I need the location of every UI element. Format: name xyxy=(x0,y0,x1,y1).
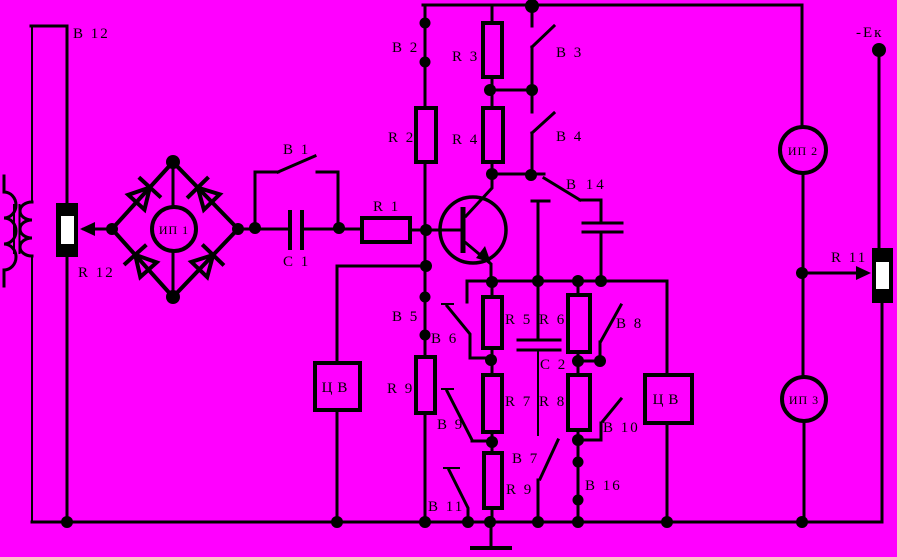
label-b3: В 3 xyxy=(556,45,583,61)
label-b16: В 16 xyxy=(585,478,622,494)
label-dv-right: ЦВ xyxy=(653,392,684,408)
switch-b1: В 1 xyxy=(253,142,340,230)
diode-upper-right xyxy=(185,175,224,214)
label-r1: R 1 xyxy=(373,199,400,215)
label-c2: С 2 xyxy=(540,357,567,373)
transistor xyxy=(425,172,508,283)
label-b2: В 2 xyxy=(392,40,419,56)
column-r6-r8: R 6 В 8 R 8 В 10 В 16 xyxy=(539,279,643,524)
label-r5: R 5 xyxy=(505,312,532,328)
label-c1: С 1 xyxy=(283,254,310,270)
column-r5-r7-r9: R 5 R 7 R 9 xyxy=(481,280,533,524)
diode-lower-right xyxy=(187,243,226,281)
switch-b10: В 10 xyxy=(599,396,640,442)
potentiometer-r12: R 12 xyxy=(56,203,115,524)
diode-lower-left xyxy=(122,243,161,281)
label-b1: В 1 xyxy=(283,142,310,158)
wire-loop-top xyxy=(29,24,69,205)
label-b6: В 6 xyxy=(431,331,458,347)
label-b14: В 14 xyxy=(566,177,607,193)
label-b12: В 12 xyxy=(73,26,110,42)
label-b10: В 10 xyxy=(603,420,640,436)
switch-b4: В 4 xyxy=(529,88,583,176)
diode-upper-left xyxy=(124,175,163,214)
potentiometer-r11: R 11 xyxy=(800,248,893,524)
label-r7: R 7 xyxy=(505,394,532,410)
voltmeter-right: ЦВ xyxy=(643,279,694,524)
label-b7: В 7 xyxy=(512,451,539,467)
label-r9-left: R 9 xyxy=(387,381,414,397)
label-ip3: ИП 3 xyxy=(789,393,819,407)
label-r9: R 9 xyxy=(506,482,533,498)
column-b2-r2: В 2 R 2 В 5 R 9 xyxy=(387,3,438,524)
voltmeter-left: ЦВ xyxy=(313,264,426,524)
switch-b14: В 14 xyxy=(530,175,607,280)
label-ip2: ИП 2 xyxy=(788,144,818,158)
switch-b3: В 3 xyxy=(529,4,583,92)
capacitor-c1: С 1 xyxy=(283,210,364,270)
label-r12: R 12 xyxy=(78,265,115,281)
switch-b8: В 8 xyxy=(598,302,643,363)
switch-b9: В 9 xyxy=(437,388,490,443)
label-r2: R 2 xyxy=(388,130,415,146)
bridge-rectifier xyxy=(106,155,244,304)
label-b9: В 9 xyxy=(437,417,464,433)
label-b4: В 4 xyxy=(556,129,583,145)
label-b5: В 5 xyxy=(392,309,419,325)
label-r4: R 4 xyxy=(452,132,479,148)
capacitor-b14 xyxy=(581,221,624,283)
switch-b7: В 7 xyxy=(512,438,560,524)
label-ek: -Ек xyxy=(856,25,883,41)
capacitor-c2: С 2 xyxy=(516,279,567,436)
label-r11: R 11 xyxy=(831,250,867,266)
label-r3: R 3 xyxy=(452,49,479,65)
transformer xyxy=(2,174,34,288)
label-r8: R 8 xyxy=(539,394,566,410)
label-b8: В 8 xyxy=(616,316,643,332)
supply-terminal: -Ек xyxy=(856,25,886,250)
label-r6: R 6 xyxy=(539,312,566,328)
label-dv-left: ЦВ xyxy=(322,380,353,396)
meter-ip1: ИП 1 xyxy=(150,205,198,253)
label-b11: В 11 xyxy=(428,499,464,515)
column-r3-r4: R 3 R 4 В 3 В 4 xyxy=(452,0,583,181)
switch-b6: В 6 xyxy=(431,279,490,360)
label-ip1: ИП 1 xyxy=(159,223,189,237)
